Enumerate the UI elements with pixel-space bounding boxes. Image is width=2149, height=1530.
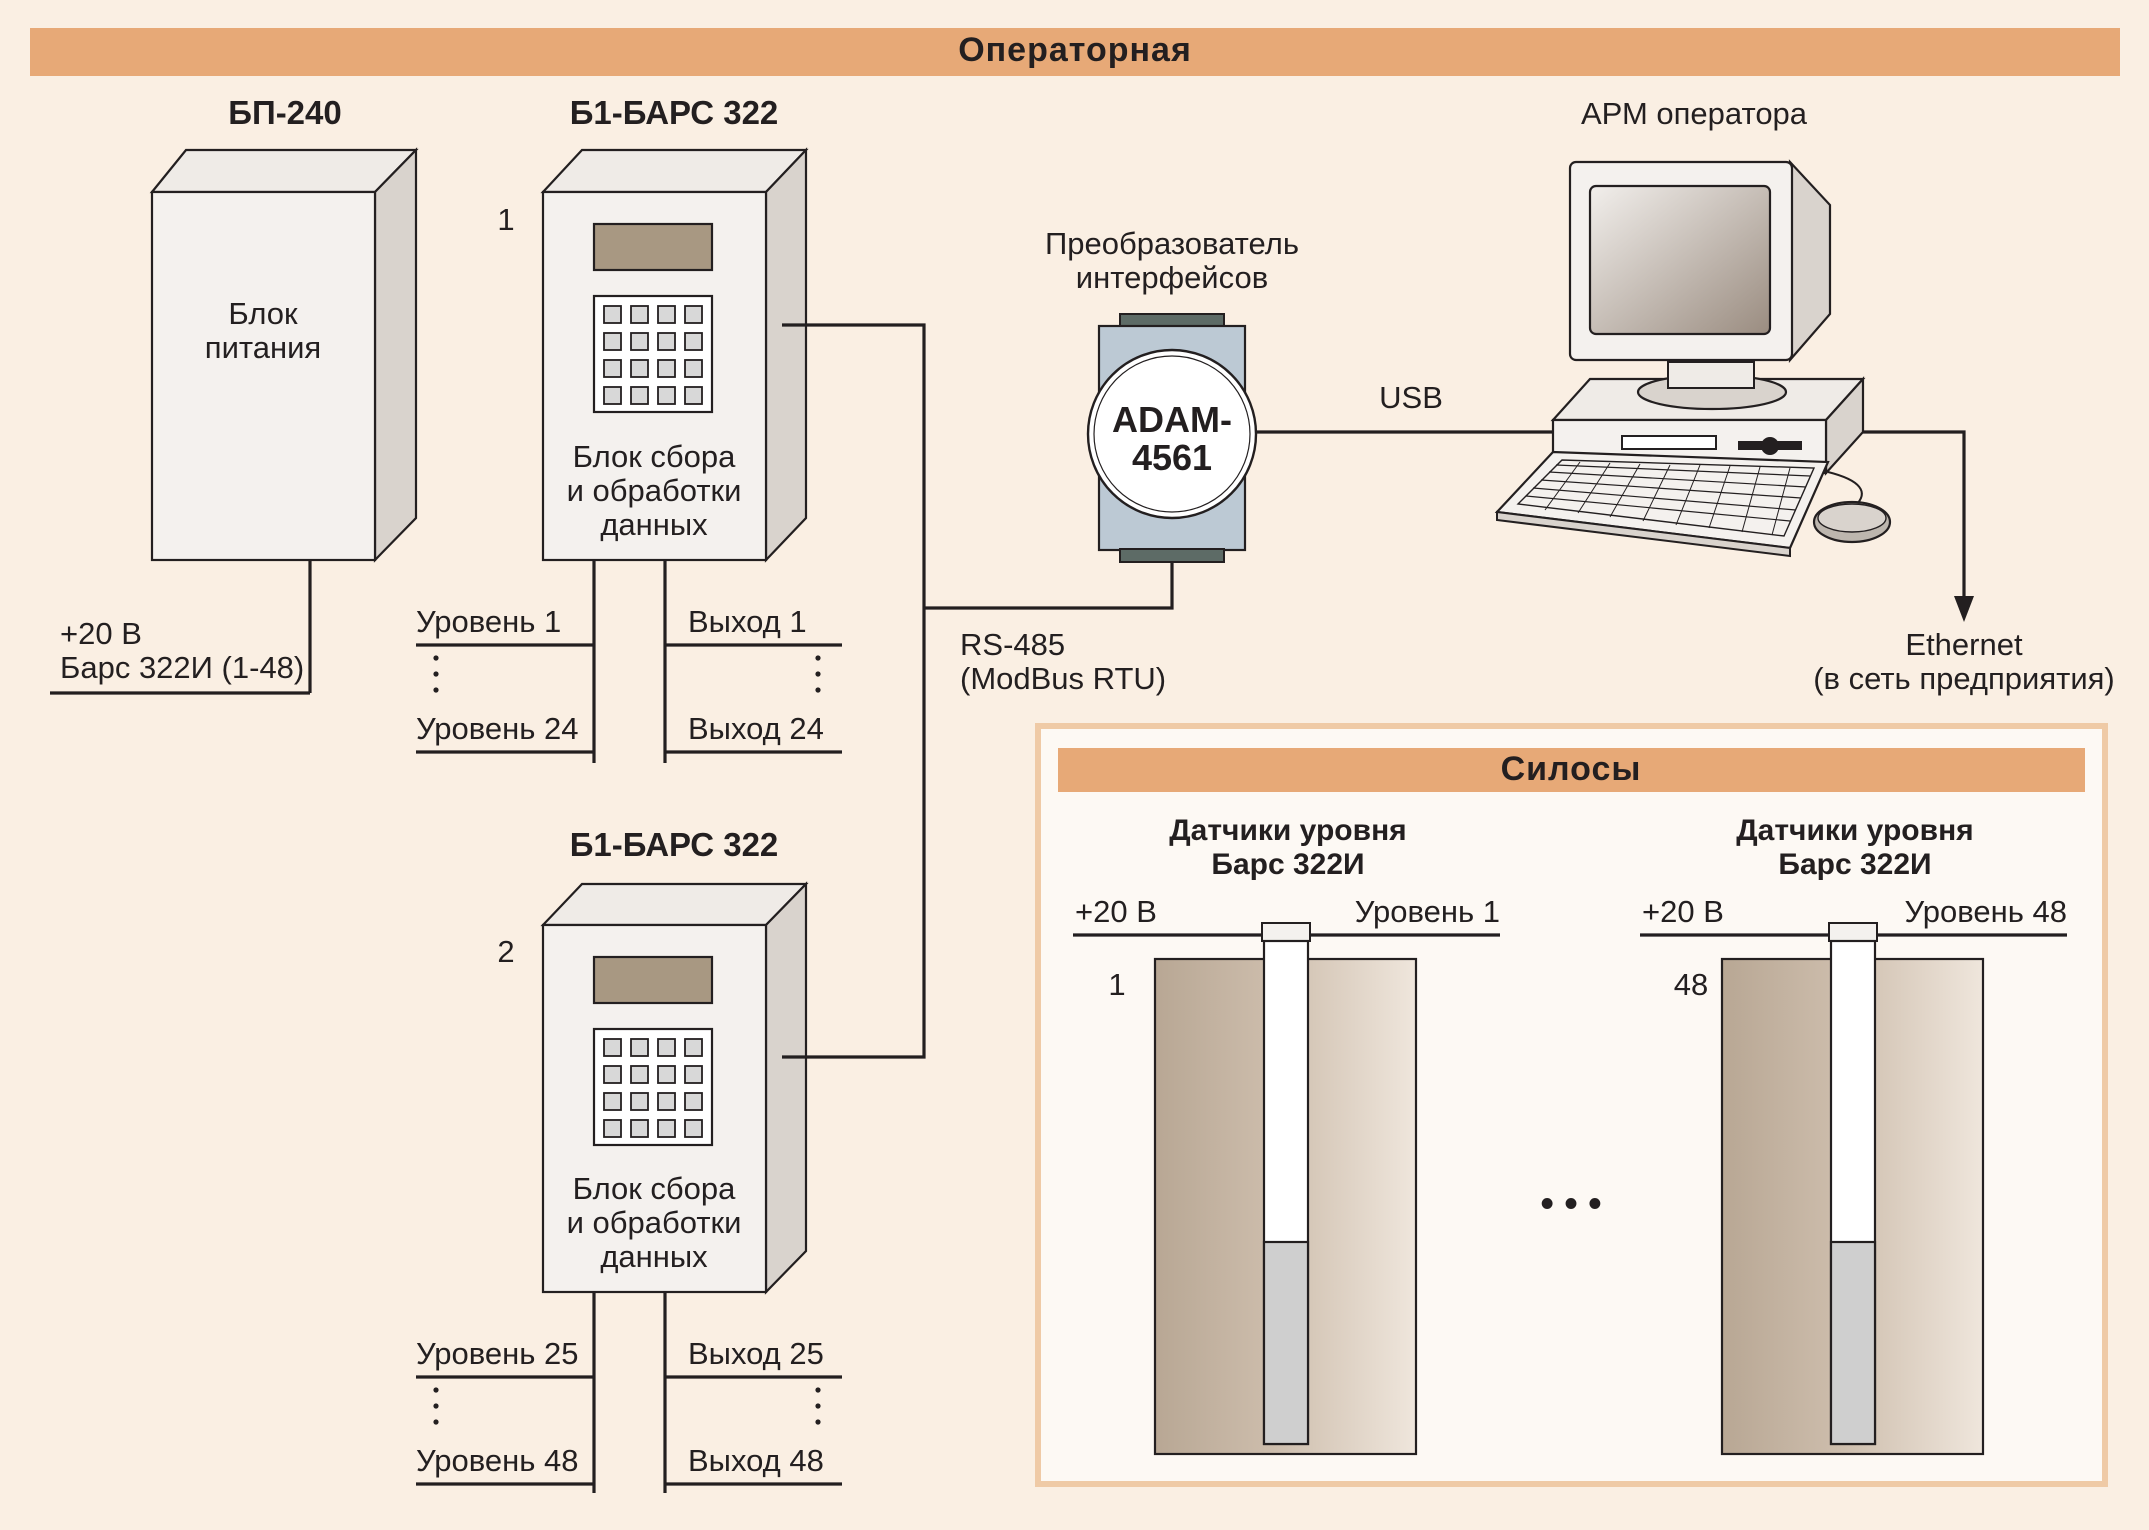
unit-1-keypad bbox=[592, 294, 714, 414]
silo-1-level-fill bbox=[1262, 1240, 1310, 1446]
silo-1-sensor-2: Барс 322И bbox=[1211, 848, 1364, 881]
unit-1-input-first: Уровень 1 bbox=[416, 604, 561, 639]
silo-1-power: +20 В bbox=[1075, 894, 1157, 929]
silo-48-level-fill bbox=[1829, 1240, 1877, 1446]
silo-1-sensor-1: Датчики уровня bbox=[1169, 814, 1406, 847]
unit-2-display bbox=[592, 955, 714, 1005]
unit-2-label-2: и обработки bbox=[567, 1205, 742, 1240]
unit-2-output-first: Выход 25 bbox=[688, 1336, 824, 1371]
silo-48-number: 48 bbox=[1674, 967, 1708, 1002]
power-output-voltage: +20 В bbox=[60, 616, 142, 651]
power-supply-name: БП-240 bbox=[228, 94, 342, 131]
arrow-down-icon bbox=[1954, 596, 1974, 622]
usb-label: USB bbox=[1379, 380, 1443, 415]
unit-1-output-last: Выход 24 bbox=[688, 711, 824, 746]
unit-2-output-last: Выход 48 bbox=[688, 1443, 824, 1478]
bus-label-1: RS-485 bbox=[960, 627, 1065, 662]
unit-2-input-first: Уровень 25 bbox=[416, 1336, 579, 1371]
ethernet-link: Ethernet (в сеть предприятия) bbox=[1813, 430, 2115, 696]
unit-1-number: 1 bbox=[497, 202, 514, 237]
silos-ellipsis: • • • bbox=[1540, 1183, 1601, 1225]
unit-1-label-1: Блок сбора bbox=[573, 439, 737, 474]
silo-48-power: +20 В bbox=[1642, 894, 1724, 929]
interface-converter: Преобразователь интерфейсов ADAM- 4561 bbox=[1045, 226, 1299, 563]
ethernet-label-2: (в сеть предприятия) bbox=[1813, 661, 2115, 696]
header-title: Операторная bbox=[958, 31, 1192, 69]
unit-1-name: Б1-БАРС 322 bbox=[570, 94, 779, 131]
acquisition-unit-2: Б1-БАРС 322 2 Блок сбора и обработки дан… bbox=[416, 826, 842, 1493]
ethernet-label-1: Ethernet bbox=[1905, 627, 2023, 662]
power-supply-unit: БП-240 Блок питания +20 В Барс 322И (1-4… bbox=[50, 94, 419, 695]
workstation-label: АРМ оператора bbox=[1581, 96, 1808, 131]
silo-1-level: Уровень 1 bbox=[1355, 894, 1500, 929]
unit-2-vertical-dots bbox=[433, 1387, 821, 1425]
converter-model-1: ADAM- bbox=[1112, 399, 1232, 440]
unit-1-display bbox=[592, 222, 714, 272]
power-supply-label-1: Блок bbox=[228, 296, 298, 331]
unit-1-label-2: и обработки bbox=[567, 473, 742, 508]
unit-2-number: 2 bbox=[497, 934, 514, 969]
silo-48-level: Уровень 48 bbox=[1904, 894, 2067, 929]
silo-48-sensor-2: Барс 322И bbox=[1778, 848, 1931, 881]
unit-2-label-1: Блок сбора bbox=[573, 1171, 737, 1206]
unit-1-vertical-dots bbox=[433, 655, 821, 693]
silo-48: Датчики уровня Барс 322И +20 В Уровень 4… bbox=[1640, 814, 2067, 1456]
converter-model-2: 4561 bbox=[1132, 437, 1212, 478]
rs485-bus: RS-485 (ModBus RTU) bbox=[782, 323, 1174, 1059]
silo-1-number: 1 bbox=[1108, 967, 1125, 1002]
power-supply-label-2: питания bbox=[205, 330, 321, 365]
power-output-target: Барс 322И (1-48) bbox=[60, 650, 304, 685]
acquisition-unit-1: Б1-БАРС 322 1 Блок сбора и обработки дан… bbox=[416, 94, 842, 763]
unit-1-input-last: Уровень 24 bbox=[416, 711, 579, 746]
unit-2-input-last: Уровень 48 bbox=[416, 1443, 579, 1478]
unit-2-keypad bbox=[592, 1027, 714, 1147]
unit-1-output-first: Выход 1 bbox=[688, 604, 807, 639]
converter-caption-2: интерфейсов bbox=[1076, 260, 1268, 295]
unit-1-label-3: данных bbox=[600, 507, 708, 542]
operator-workstation: АРМ оператора bbox=[1494, 96, 1892, 558]
silos-title: Силосы bbox=[1501, 750, 1642, 788]
unit-2-name: Б1-БАРС 322 bbox=[570, 826, 779, 863]
unit-2-label-3: данных bbox=[600, 1239, 708, 1274]
header-band: Операторная bbox=[30, 28, 2120, 76]
usb-link: USB bbox=[1256, 380, 1555, 434]
silo-48-sensor-1: Датчики уровня bbox=[1736, 814, 1973, 847]
bus-label-2: (ModBus RTU) bbox=[960, 661, 1166, 696]
converter-caption-1: Преобразователь bbox=[1045, 226, 1299, 261]
silos-panel: Силосы Датчики уровня Барс 322И +20 В Ур… bbox=[1035, 723, 2108, 1487]
computer-icon bbox=[1494, 159, 1892, 558]
silo-1: Датчики уровня Барс 322И +20 В Уровень 1… bbox=[1073, 814, 1500, 1456]
